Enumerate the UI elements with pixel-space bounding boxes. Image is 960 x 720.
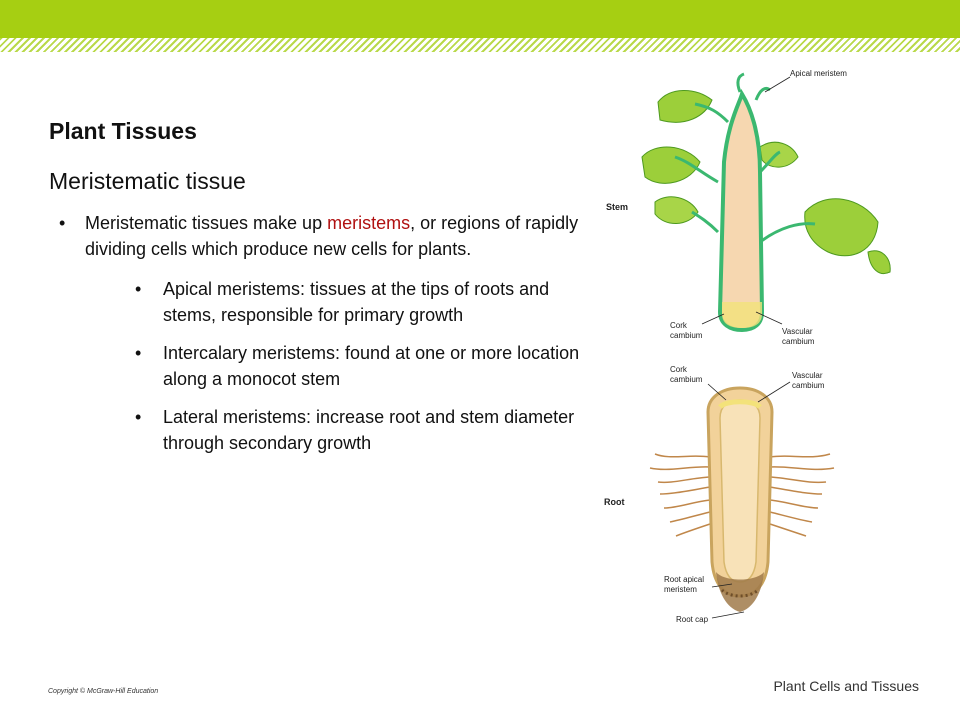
leaf-right-upper bbox=[759, 141, 799, 168]
branch-right-low bbox=[759, 222, 816, 244]
copyright-notice: Copyright © McGraw-Hill Education bbox=[48, 688, 159, 695]
label-root-cork-1: Cork bbox=[670, 365, 688, 374]
label-root-cap: Root cap bbox=[676, 615, 709, 624]
plant-meristem-diagram: Apical meristem Stem Cork cambium Vascul… bbox=[604, 69, 891, 624]
label-root-apical-1: Root apical bbox=[664, 575, 704, 584]
subbullet-intercalary: • Intercalary meristems: found at one or… bbox=[85, 340, 589, 392]
leaf-right-large bbox=[804, 198, 879, 257]
slide-subtitle: Meristematic tissue bbox=[49, 168, 246, 194]
stem-base-band bbox=[722, 302, 762, 328]
bullet-text-end: , or regions of rapidly dividing cells w… bbox=[85, 213, 579, 259]
root-hairs bbox=[649, 453, 835, 537]
leaf-mid-left bbox=[641, 146, 701, 184]
leaf-right-small bbox=[867, 250, 891, 275]
leaf-lower-left bbox=[654, 196, 699, 224]
leader-root-cork bbox=[707, 383, 727, 401]
hatched-accent-strip bbox=[0, 38, 960, 52]
label-stem-vasc-2: cambium bbox=[782, 337, 815, 346]
top-accent-bar bbox=[0, 0, 960, 38]
leader-stem-cork bbox=[701, 313, 725, 325]
leader-root-vasc bbox=[757, 381, 791, 403]
root-inner bbox=[719, 399, 761, 583]
stem-body bbox=[717, 88, 765, 333]
label-root-cork-2: cambium bbox=[670, 375, 703, 384]
leader-apical bbox=[764, 76, 791, 93]
subbullet-apical-text: Apical meristems: tissues at the tips of… bbox=[163, 279, 550, 325]
leaf-top-left bbox=[657, 90, 713, 123]
branch-left bbox=[674, 155, 719, 184]
branch-left-low bbox=[691, 210, 720, 234]
root-cap bbox=[716, 572, 764, 612]
root-top-band bbox=[718, 399, 762, 410]
bullet-dot: • bbox=[135, 343, 142, 363]
highlight-meristems: meristems bbox=[327, 213, 411, 233]
slide-title: Plant Tissues bbox=[49, 118, 197, 144]
bullet-list: • Meristematic tissues make up meristems… bbox=[49, 210, 589, 468]
label-root-vasc-2: cambium bbox=[792, 381, 825, 390]
stem-illustration bbox=[641, 72, 891, 333]
root-illustration bbox=[649, 381, 835, 619]
label-stem: Stem bbox=[606, 202, 628, 212]
label-root-apical-2: meristem bbox=[664, 585, 697, 594]
bullet-dot: • bbox=[59, 213, 66, 233]
subbullet-intercalary-text: Intercalary meristems: found at one or m… bbox=[163, 343, 580, 389]
branch-left-top bbox=[694, 102, 730, 124]
label-root-vasc-1: Vascular bbox=[792, 371, 823, 380]
bullet-meristems: • Meristematic tissues make up meristems… bbox=[49, 210, 589, 456]
subbullet-apical: • Apical meristems: tissues at the tips … bbox=[85, 276, 589, 328]
leader-root-apical bbox=[711, 583, 733, 588]
apical-tip-left bbox=[736, 72, 745, 93]
bullet-dot: • bbox=[135, 279, 142, 299]
label-root: Root bbox=[604, 497, 625, 507]
bullet-text-start: Meristematic tissues make up bbox=[85, 213, 328, 233]
sub-bullet-list: • Apical meristems: tissues at the tips … bbox=[85, 276, 589, 456]
subbullet-lateral-text: Lateral meristems: increase root and ste… bbox=[163, 407, 575, 453]
label-stem-cork-2: cambium bbox=[670, 331, 703, 340]
apical-tip-right bbox=[754, 86, 771, 101]
label-stem-cork-1: Cork bbox=[670, 321, 688, 330]
label-stem-vasc-1: Vascular bbox=[782, 327, 813, 336]
label-apical-meristem: Apical meristem bbox=[790, 69, 847, 78]
subbullet-lateral: • Lateral meristems: increase root and s… bbox=[85, 404, 589, 456]
branch-right bbox=[758, 150, 781, 174]
bullet-dot: • bbox=[135, 407, 142, 427]
root-cap-dots bbox=[720, 588, 760, 598]
footer-title: Plant Cells and Tissues bbox=[773, 678, 919, 694]
leader-root-cap bbox=[711, 611, 745, 619]
leader-stem-vasc bbox=[755, 311, 783, 325]
